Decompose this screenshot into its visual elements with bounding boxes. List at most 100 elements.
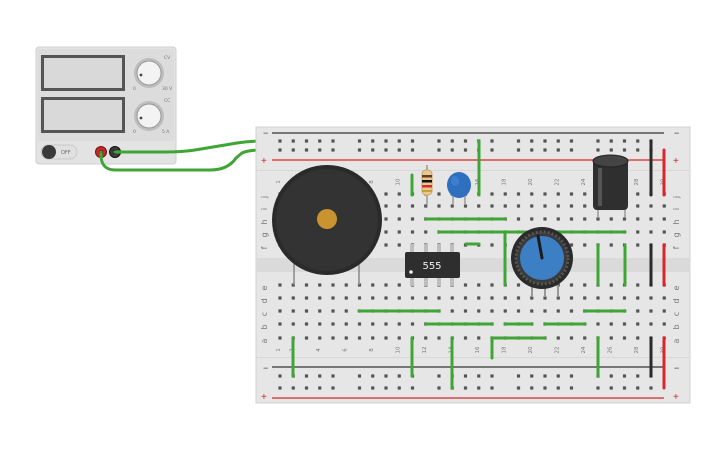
resistor[interactable]: [421, 165, 433, 205]
breadboard-hole[interactable]: [304, 296, 309, 300]
rail-hole[interactable]: [437, 386, 441, 390]
breadboard-hole[interactable]: [344, 336, 348, 340]
breadboard-hole[interactable]: [649, 309, 653, 313]
breadboard-hole[interactable]: [384, 336, 388, 340]
breadboard-hole[interactable]: [543, 296, 547, 300]
breadboard-hole[interactable]: [636, 230, 640, 234]
breadboard-hole[interactable]: [437, 336, 441, 340]
breadboard-hole[interactable]: [384, 296, 388, 300]
breadboard-hole[interactable]: [516, 309, 521, 313]
rail-hole[interactable]: [410, 386, 415, 390]
breadboard-hole[interactable]: [569, 243, 574, 247]
breadboard-hole[interactable]: [437, 192, 441, 196]
breadboard-hole[interactable]: [636, 217, 640, 221]
rail-hole[interactable]: [331, 374, 335, 378]
breadboard-hole[interactable]: [583, 283, 587, 287]
rail-hole[interactable]: [331, 148, 335, 152]
breadboard-hole[interactable]: [662, 217, 666, 221]
rail-hole[interactable]: [609, 139, 613, 143]
rail-hole[interactable]: [649, 386, 653, 390]
rail-hole[interactable]: [543, 139, 547, 143]
breadboard-hole[interactable]: [530, 309, 534, 313]
rail-hole[interactable]: [556, 148, 560, 152]
rail-hole[interactable]: [291, 386, 295, 390]
breadboard-hole[interactable]: [331, 336, 335, 340]
breadboard-hole[interactable]: [569, 296, 574, 300]
breadboard-hole[interactable]: [331, 309, 335, 313]
rail-hole[interactable]: [318, 148, 322, 152]
breadboard-hole[interactable]: [477, 309, 481, 313]
breadboard-hole[interactable]: [291, 322, 295, 326]
rail-hole[interactable]: [291, 139, 295, 143]
breadboard-hole[interactable]: [490, 192, 494, 196]
rail-hole[interactable]: [490, 386, 494, 390]
breadboard-hole[interactable]: [530, 217, 534, 221]
power-switch[interactable]: [42, 145, 56, 159]
rail-hole[interactable]: [530, 386, 534, 390]
breadboard-hole[interactable]: [662, 204, 666, 208]
breadboard-hole[interactable]: [291, 309, 295, 313]
rail-hole[interactable]: [278, 139, 282, 143]
rail-hole[interactable]: [530, 374, 534, 378]
breadboard-hole[interactable]: [609, 217, 613, 221]
rail-hole[interactable]: [609, 386, 613, 390]
rail-hole[interactable]: [304, 148, 309, 152]
breadboard-hole[interactable]: [384, 230, 388, 234]
rail-hole[interactable]: [490, 374, 494, 378]
rail-hole[interactable]: [437, 139, 441, 143]
rail-hole[interactable]: [278, 148, 282, 152]
breadboard-hole[interactable]: [304, 283, 309, 287]
rail-hole[interactable]: [371, 386, 375, 390]
breadboard-hole[interactable]: [622, 322, 627, 326]
rail-hole[interactable]: [556, 374, 560, 378]
breadboard-hole[interactable]: [636, 296, 640, 300]
rail-hole[interactable]: [516, 139, 521, 143]
breadboard-hole[interactable]: [609, 243, 613, 247]
rail-hole[interactable]: [371, 148, 375, 152]
ic-555-timer[interactable]: 555: [405, 244, 460, 286]
rail-hole[interactable]: [569, 148, 574, 152]
rail-hole[interactable]: [622, 139, 627, 143]
breadboard-hole[interactable]: [622, 336, 627, 340]
breadboard-hole[interactable]: [503, 309, 507, 313]
breadboard-hole[interactable]: [437, 296, 441, 300]
breadboard-hole[interactable]: [490, 204, 494, 208]
rail-hole[interactable]: [543, 386, 547, 390]
breadboard-hole[interactable]: [622, 296, 627, 300]
rail-hole[interactable]: [371, 374, 375, 378]
rail-hole[interactable]: [437, 374, 441, 378]
breadboard-hole[interactable]: [649, 217, 653, 221]
rail-hole[interactable]: [384, 374, 388, 378]
breadboard-hole[interactable]: [662, 309, 666, 313]
breadboard-hole[interactable]: [450, 309, 454, 313]
rail-hole[interactable]: [490, 139, 494, 143]
breadboard-hole[interactable]: [291, 296, 295, 300]
power-supply[interactable]: 0 30 V 0 5 A CV CC OFF: [35, 46, 177, 165]
rail-hole[interactable]: [384, 139, 388, 143]
breadboard-hole[interactable]: [477, 283, 481, 287]
rail-hole[interactable]: [477, 386, 481, 390]
breadboard-hole[interactable]: [596, 296, 600, 300]
rail-hole[interactable]: [304, 139, 309, 143]
breadboard-hole[interactable]: [569, 336, 574, 340]
breadboard-hole[interactable]: [609, 336, 613, 340]
rail-hole[interactable]: [636, 374, 640, 378]
rail-hole[interactable]: [556, 139, 560, 143]
rail-hole[interactable]: [530, 148, 534, 152]
rail-hole[interactable]: [556, 386, 560, 390]
rail-hole[interactable]: [331, 139, 335, 143]
rail-hole[interactable]: [278, 374, 282, 378]
breadboard-hole[interactable]: [318, 322, 322, 326]
breadboard-hole[interactable]: [636, 243, 640, 247]
breadboard-hole[interactable]: [463, 296, 468, 300]
breadboard-hole[interactable]: [662, 322, 666, 326]
breadboard-hole[interactable]: [371, 336, 375, 340]
breadboard-hole[interactable]: [344, 296, 348, 300]
breadboard-hole[interactable]: [318, 336, 322, 340]
breadboard-hole[interactable]: [662, 230, 666, 234]
breadboard-hole[interactable]: [344, 322, 348, 326]
rail-hole[interactable]: [636, 148, 640, 152]
breadboard-hole[interactable]: [636, 309, 640, 313]
breadboard-hole[interactable]: [490, 296, 494, 300]
breadboard-hole[interactable]: [583, 336, 587, 340]
